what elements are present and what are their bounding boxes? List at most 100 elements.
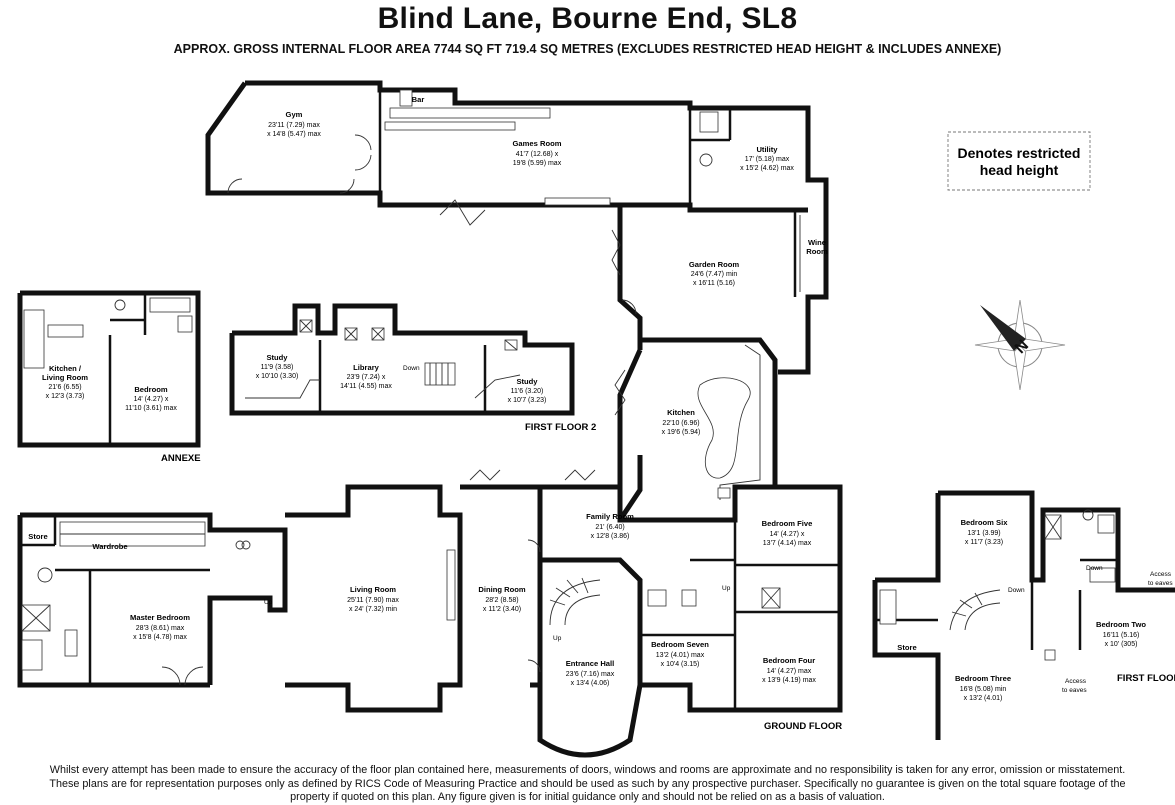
ff2-fixtures (245, 319, 521, 399)
dining-room-name: Dining Room (478, 585, 525, 594)
games-room-dim-1: 41'7 (12.68) x (516, 151, 559, 158)
gf-doors (161, 469, 596, 686)
study-2-dim-2: x 10'7 (3.23) (508, 397, 547, 404)
living-room-dim-2: x 24' (7.32) min (349, 606, 397, 613)
hall-stairs-up: Up (553, 635, 562, 642)
compass-icon: N (974, 299, 1066, 391)
games-room-dim-2: 19'8 (5.99) max (513, 160, 562, 167)
living-room-name: Living Room (350, 585, 396, 594)
bar-name: Bar (412, 95, 425, 104)
ff-store-name: Store (897, 643, 916, 652)
ff-fixtures (879, 509, 1116, 661)
wine-room-name-1: Wine (808, 238, 826, 247)
kitchen-name: Kitchen (667, 408, 695, 417)
plan-title: Blind Lane, Bourne End, SL8 (377, 2, 798, 35)
wine-room-name-2: Room (806, 247, 828, 256)
kitchen-island (697, 344, 761, 500)
annexe-fixtures (23, 297, 193, 369)
eaves-access-1b: to eaves (1148, 580, 1173, 587)
eaves-access-1: Access (1150, 571, 1172, 578)
bedroom-three-dim-1: 16'8 (5.08) min (960, 686, 1007, 693)
gf-stairs-up: Up (264, 599, 273, 606)
legend-line-1: Denotes restricted (958, 145, 1081, 161)
wardrobe-name: Wardrobe (92, 542, 127, 551)
utility-dim-1: 17' (5.18) max (745, 156, 790, 163)
annexe-bedroom-dim-2: 11'10 (3.61) max (125, 405, 177, 412)
gf-stairs (549, 577, 601, 626)
garden-doors (611, 229, 637, 416)
bedroom-seven-dim-1: 13'2 (4.01) max (656, 652, 705, 659)
floor-label-first-floor-2: FIRST FLOOR 2 (525, 422, 596, 433)
study-1-name: Study (266, 353, 288, 362)
master-bedroom-dim-2: x 15'8 (4.78) max (133, 634, 187, 641)
bedroom-three-name: Bedroom Three (955, 674, 1011, 683)
library-stairs-down: Down (403, 365, 420, 372)
master-bedroom-dim-1: 28'3 (8.61) max (136, 625, 185, 632)
bedroom-five-dim-1: 14' (4.27) x (770, 531, 805, 538)
eaves-access-2b: to eaves (1062, 687, 1087, 694)
utility-fixtures (699, 111, 719, 167)
floor-label-first-floor: FIRST FLOOR (1117, 673, 1175, 684)
gf-bathroom-fixtures (235, 540, 781, 609)
ensuite-fixtures (21, 567, 78, 671)
gym-dim-1: 23'11 (7.29) max (268, 122, 320, 129)
games-room-window (544, 197, 611, 206)
garden-room-dim-2: x 16'11 (5.16) (693, 280, 735, 287)
annexe-bedroom-name: Bedroom (134, 385, 168, 394)
gym-dim-2: x 14'8 (5.47) max (267, 131, 321, 138)
bedroom-seven-name: Bedroom Seven (651, 640, 709, 649)
study-2-dim-1: 11'6 (3.20) (511, 388, 544, 395)
eaves-access-2: Access (1065, 678, 1087, 685)
annexe-bedroom-dim-1: 14' (4.27) x (134, 396, 169, 403)
master-bedroom-name: Master Bedroom (130, 613, 190, 622)
floor-area-subtitle: APPROX. GROSS INTERNAL FLOOR AREA 7744 S… (173, 42, 1002, 56)
gym-name: Gym (286, 110, 303, 119)
bedroom-six-dim-1: 13'1 (3.99) (967, 530, 1000, 537)
library-dim-2: 14'11 (4.55) max (340, 383, 392, 390)
library-dim-1: 23'9 (7.24) x (347, 374, 386, 381)
restricted-head-height-legend (947, 131, 1091, 191)
family-room-name: Family Room (586, 512, 634, 521)
study-1-dim-1: 11'9 (3.58) (261, 364, 294, 371)
bedroom-three-dim-2: x 13'2 (4.01) (964, 695, 1003, 702)
bar-counter (384, 89, 551, 131)
gf-store-name: Store (28, 532, 47, 541)
ff-stairs-down: Down (1008, 587, 1025, 594)
ff-stairs (949, 589, 1001, 631)
bedroom-seven-dim-2: x 10'4 (3.15) (661, 661, 700, 668)
annexe-walls (17, 290, 201, 448)
bedroom-four-dim-1: 14' (4.27) max (767, 668, 812, 675)
first-floor-walls (872, 490, 1175, 740)
living-room-dim-1: 25'11 (7.90) max (347, 597, 399, 604)
bedroom-two-name: Bedroom Two (1096, 620, 1146, 629)
kitchen-dim-1: 22'10 (6.96) (662, 420, 699, 427)
utility-dim-2: x 15'2 (4.62) max (740, 165, 794, 172)
living-room-fireplace (446, 549, 456, 621)
gym-doors (227, 134, 486, 226)
ff-back-stairs-down: Down (1086, 565, 1103, 572)
bedroom-six-dim-2: x 11'7 (3.23) (965, 539, 1003, 546)
legend-line-2: head height (980, 162, 1059, 178)
family-room-dim-2: x 12'8 (3.86) (591, 533, 630, 540)
first-floor-2-walls (229, 303, 575, 416)
family-room-dim-1: 21' (6.40) (595, 524, 624, 531)
dining-room-dim-1: 28'2 (8.58) (485, 597, 518, 604)
entrance-hall-dim-2: x 13'4 (4.06) (571, 680, 610, 687)
annexe-kitchen-name-1: Kitchen / (49, 364, 82, 373)
bedroom-five-dim-2: 13'7 (4.14) max (763, 540, 812, 547)
bedroom-five-name: Bedroom Five (762, 519, 813, 528)
main-house-upper-walls (205, 80, 829, 522)
garden-room-dim-1: 24'6 (7.47) min (691, 271, 738, 278)
bedroom-six-name: Bedroom Six (961, 518, 1009, 527)
dining-room-dim-2: x 11'2 (3.40) (483, 606, 521, 613)
entrance-hall-dim-1: 23'6 (7.16) max (566, 671, 615, 678)
gf-back-stairs-up: Up (722, 585, 731, 592)
annexe-kitchen-dim-1: 21'6 (6.55) (48, 384, 81, 391)
garden-room-name: Garden Room (689, 260, 739, 269)
kitchen-dim-2: x 19'6 (5.94) (662, 429, 701, 436)
ground-floor-walls (17, 484, 843, 758)
games-room-name: Games Room (513, 139, 562, 148)
bedroom-two-dim-1: 16'11 (5.16) (1103, 632, 1140, 639)
library-name: Library (353, 363, 380, 372)
